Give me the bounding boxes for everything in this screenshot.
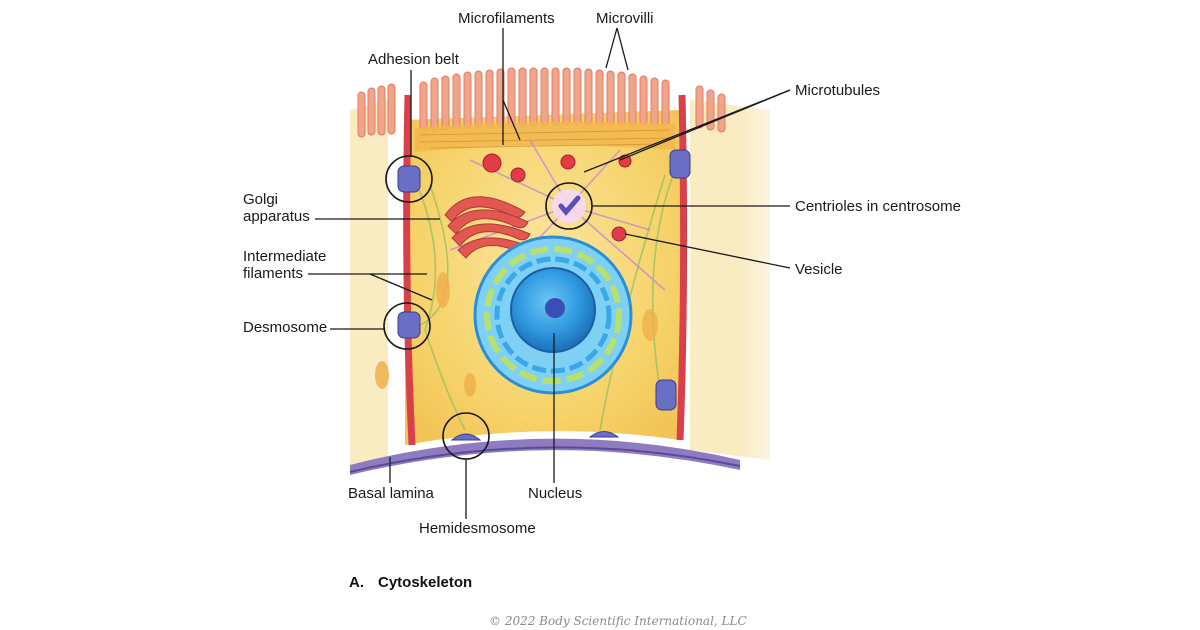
caption-title: Cytoskeleton xyxy=(378,574,473,591)
label-golgi-line2: apparatus xyxy=(243,208,310,225)
figure-caption: A. Cytoskeleton xyxy=(349,574,472,591)
copyright-notice: © 2022 Body Scientific International, LL… xyxy=(489,614,747,628)
terminal-web xyxy=(415,121,675,152)
label-microfilaments: Microfilaments xyxy=(458,10,555,27)
label-nucleus: Nucleus xyxy=(528,485,583,502)
membrane-left xyxy=(403,94,416,446)
golgi-apparatus xyxy=(444,196,531,259)
label-centrioles: Centrioles in centrosome xyxy=(795,198,961,215)
caption-letter: A. xyxy=(349,574,364,591)
label-intermediate-line2: filaments xyxy=(243,265,304,282)
leader-lines xyxy=(308,27,791,519)
label-adhesion-belt: Adhesion belt xyxy=(368,51,459,68)
membrane-right xyxy=(676,94,688,441)
label-hemidesmosome: Hemidesmosome xyxy=(419,520,536,537)
label-intermediate-line1: Intermediate xyxy=(243,248,327,265)
mitochondria xyxy=(375,272,658,397)
neighbor-cell-left xyxy=(350,100,388,470)
label-microtubules: Microtubules xyxy=(795,82,881,99)
label-vesicle: Vesicle xyxy=(795,261,843,278)
label-golgi-line1: Golgi xyxy=(243,191,279,208)
nucleus-complex xyxy=(473,235,633,395)
label-desmosome: Desmosome xyxy=(243,319,328,336)
basal-lamina xyxy=(350,438,740,475)
label-microvilli: Microvilli xyxy=(596,10,654,27)
label-basal-lamina: Basal lamina xyxy=(348,485,434,502)
centrosome xyxy=(552,189,586,223)
microvilli xyxy=(357,67,726,138)
junction-plaques xyxy=(397,149,691,441)
